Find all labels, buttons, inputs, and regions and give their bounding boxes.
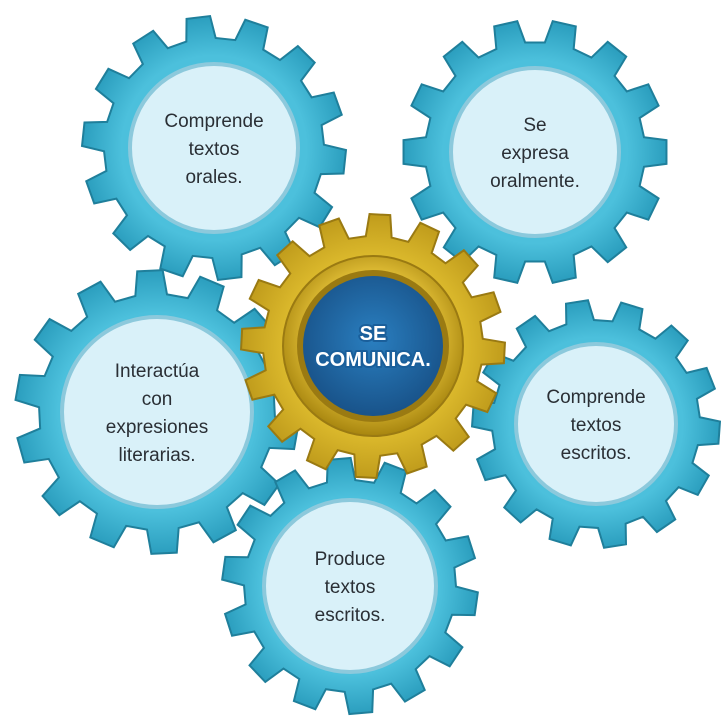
label-line: Se <box>523 115 546 136</box>
gear-interactua-expresiones-literarias: Interactúa con expresiones literarias. <box>14 269 300 555</box>
gear-comprende-textos-orales: Comprende textos orales. <box>80 14 348 282</box>
label-line: textos <box>571 415 622 436</box>
label-line: textos <box>189 139 240 160</box>
gear-inner-disc <box>60 315 254 509</box>
gear-se-comunica: SE COMUNICA. <box>240 213 506 479</box>
label-line: Produce <box>315 549 386 570</box>
gear-inner-disc <box>128 62 300 234</box>
label-line: literarias. <box>118 445 195 466</box>
label-line: SE <box>360 323 387 345</box>
label-line: con <box>142 389 173 410</box>
label-line: oralmente. <box>490 171 580 192</box>
label-line: textos <box>325 577 376 598</box>
label-line: escritos. <box>561 443 632 464</box>
label-line: orales. <box>185 167 242 188</box>
label-line: escritos. <box>315 605 386 626</box>
gear-inner-disc <box>514 342 678 506</box>
gear-label-produce-textos-escritos: Produce textos escritos. <box>315 549 386 626</box>
center-disc <box>303 276 443 416</box>
gear-label-comprende-textos-orales: Comprende textos orales. <box>164 111 263 188</box>
gear-produce-textos-escritos: Produce textos escritos. <box>221 456 479 716</box>
gear-comprende-textos-escritos: Comprende textos escritos. <box>470 299 722 549</box>
gear-label-interactua-expresiones-literarias: Interactúa con expresiones literarias. <box>106 361 208 466</box>
center-label-se-comunica: SE COMUNICA. <box>315 323 431 371</box>
gear-inner-disc <box>262 498 438 674</box>
gear-inner-disc <box>449 66 621 238</box>
gear-label-comprende-textos-escritos: Comprende textos escritos. <box>546 387 645 464</box>
label-line: Comprende <box>546 387 645 408</box>
label-line: Comprende <box>164 111 263 132</box>
label-line: COMUNICA. <box>315 349 431 371</box>
gear-se-expresa-oralmente: Se expresa oralmente. <box>402 20 668 284</box>
gear-label-se-expresa-oralmente: Se expresa oralmente. <box>490 115 580 192</box>
label-line: Interactúa <box>115 361 200 382</box>
label-line: expresa <box>501 143 569 164</box>
label-line: expresiones <box>106 417 208 438</box>
